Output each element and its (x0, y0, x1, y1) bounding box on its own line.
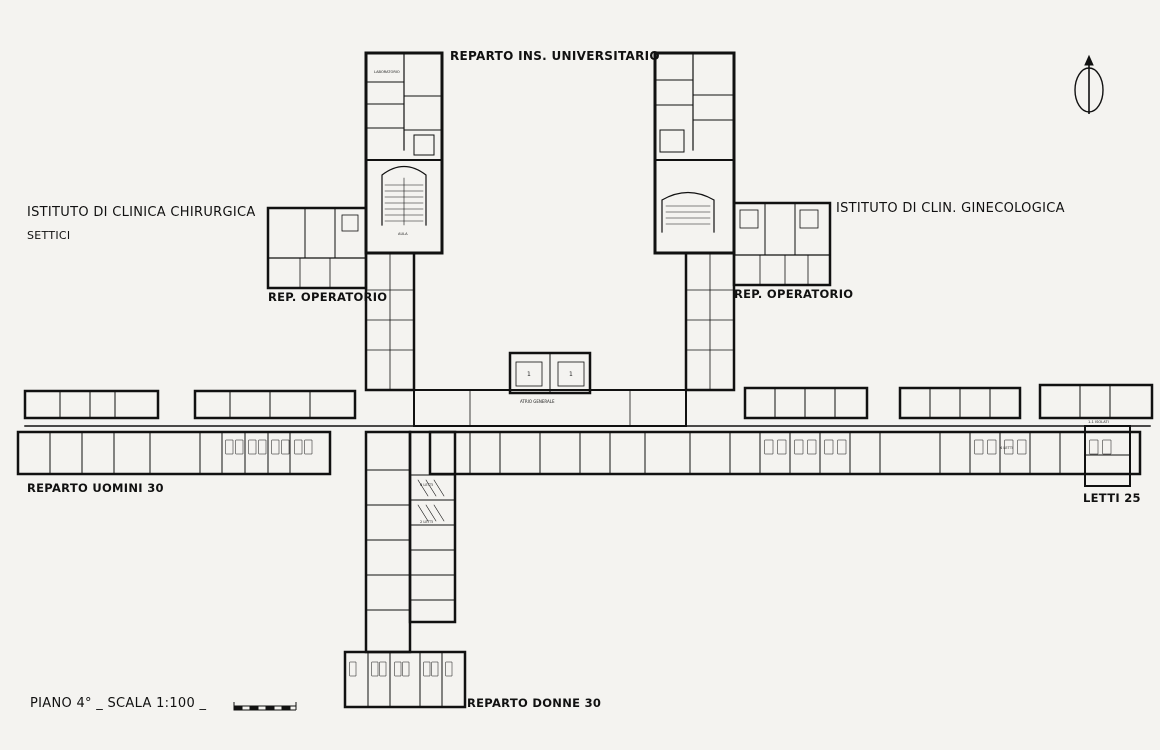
room-letti-6: 6 LETTI (420, 483, 434, 487)
east-end (1084, 425, 1131, 487)
room-aula: AULA (398, 232, 408, 236)
room-atrio-generale: ATRIO GENERALE (520, 399, 555, 404)
label-reparto-universitario: REPARTO INS. UNIVERSITARIO (450, 49, 660, 63)
label-rep-operatorio-left: REP. OPERATORIO (268, 290, 388, 304)
left-operating-block (266, 206, 368, 290)
atrium-block (413, 351, 687, 427)
label-settici: SETTICI (27, 229, 71, 242)
right-tower (653, 51, 736, 255)
room-letti-2: 2 LETTI (420, 520, 434, 524)
stair-number-1b: 1 (569, 371, 573, 378)
label-rep-operatorio-right: REP. OPERATORIO (734, 287, 854, 301)
south-wing (343, 430, 467, 709)
scale-bar-icon (233, 702, 297, 711)
room-laboratorio: LABORATORIO (374, 70, 400, 74)
left-tower (364, 51, 444, 255)
label-reparto-donne: REPARTO DONNE 30 (467, 696, 602, 710)
north-arrow-icon (1074, 54, 1104, 114)
right-operating-block (732, 201, 832, 287)
main-wing (16, 383, 1154, 476)
right-corridor (684, 251, 736, 392)
label-istituto-chirurgica: ISTITUTO DI CLINICA CHIRURGICA (27, 205, 256, 220)
label-letti: LETTI 25 (1083, 491, 1141, 505)
label-reparto-uomini: REPARTO UOMINI 30 (27, 481, 164, 495)
left-corridor (364, 251, 416, 392)
label-istituto-ginecologica: ISTITUTO DI CLIN. GINECOLOGICA (836, 201, 1065, 216)
room-isolati: 1-1 ISOLATI (1088, 420, 1109, 424)
room-letti-4: 4 LETTI (1000, 446, 1014, 450)
stair-number-1a: 1 (527, 371, 531, 378)
label-piano-scala: PIANO 4° _ SCALA 1:100 _ (30, 696, 207, 711)
